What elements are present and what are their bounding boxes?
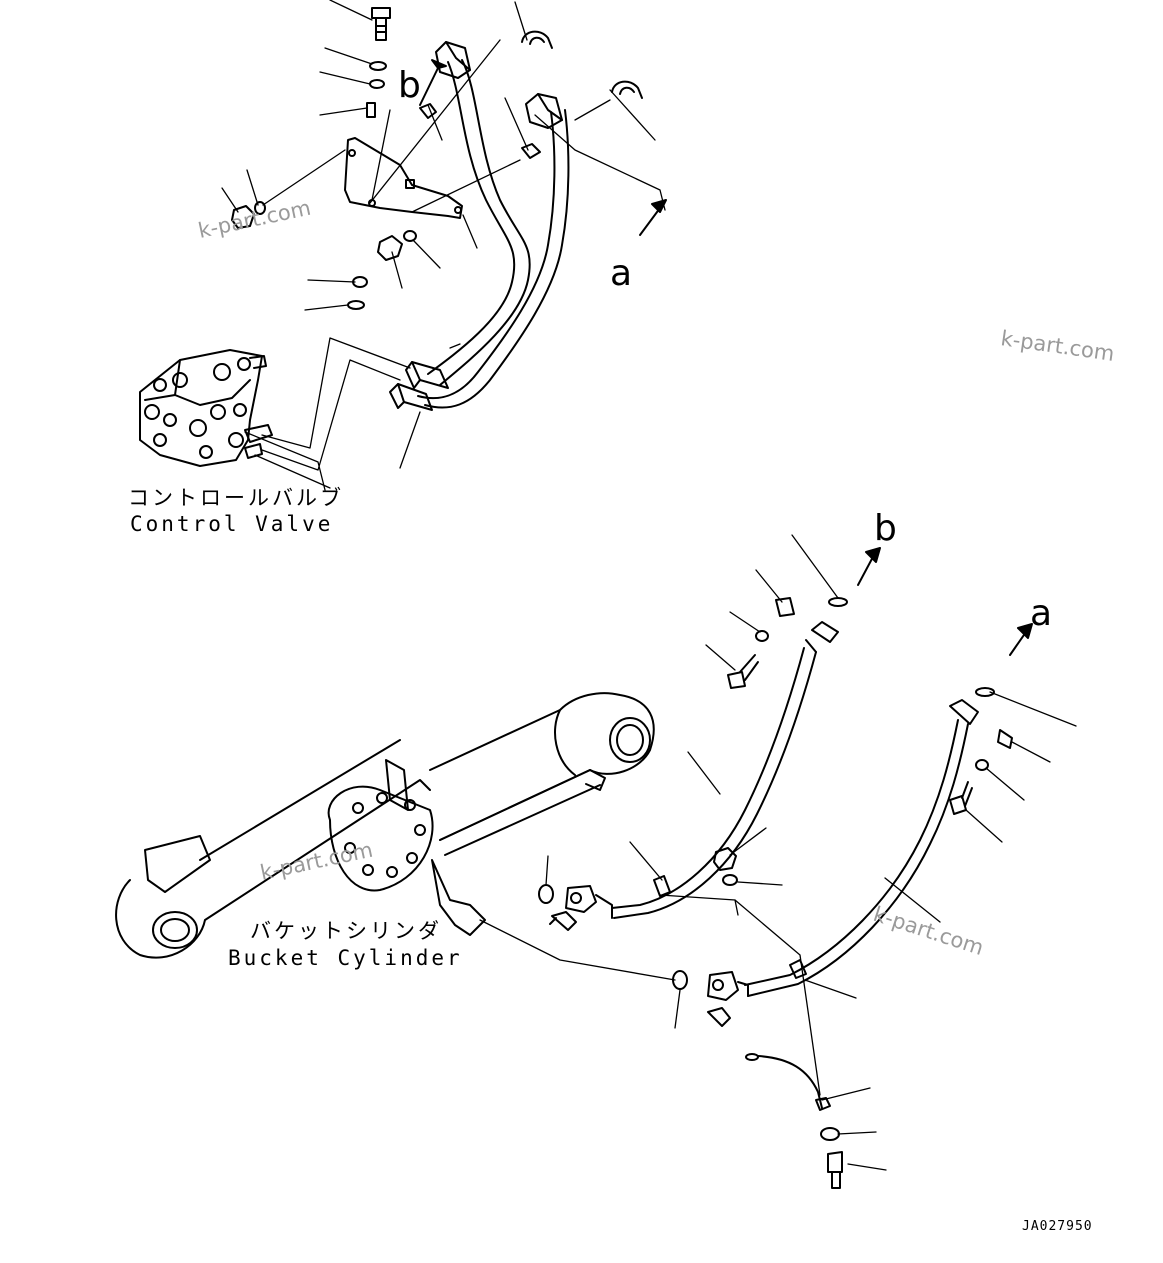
hose-end-fitting-b (565, 885, 613, 919)
bucket-cylinder-label-jp: バケットシリンダ (250, 919, 442, 943)
fitting-elbow-a (997, 729, 1013, 749)
bolt-b (727, 654, 759, 689)
hydraulic-hose-b (611, 621, 839, 919)
hose-end-fitting-a (707, 971, 749, 1001)
bolt-top (371, 7, 391, 41)
arrow-b-top (419, 59, 447, 106)
hex-nut (377, 235, 403, 261)
spacer-sleeve (366, 102, 376, 118)
arrow-b-bottom (857, 547, 881, 586)
arrow-a-bottom (1009, 623, 1033, 656)
hex-nut-bottom (713, 847, 737, 871)
clamp-block-2 (521, 143, 541, 159)
arrow-a-top (639, 199, 667, 236)
washer-bottom (347, 300, 365, 310)
watermark: k-part.com (870, 902, 986, 960)
bolt-ground (827, 1151, 843, 1189)
ground-strap (745, 1053, 831, 1111)
tube-fitting-lower (389, 383, 433, 411)
ref-letter-a: a (1030, 593, 1052, 634)
leader-lines-bottom (479, 534, 1077, 1171)
washer-left (254, 201, 266, 215)
washer-ground (820, 1127, 840, 1141)
hydraulic-hose-a (744, 699, 979, 997)
washer-right (403, 230, 417, 242)
u-bolt-clip-2 (611, 80, 643, 99)
o-ring-a (975, 687, 995, 697)
washer-a (975, 759, 989, 771)
washer (369, 61, 387, 71)
mounting-bracket (344, 137, 463, 219)
hydraulic-tube-a (417, 109, 570, 409)
leader-lines-top (221, 0, 666, 491)
watermark: k-part.com (258, 838, 375, 885)
watermark: k-part.com (999, 326, 1116, 366)
washer-b (755, 630, 769, 642)
u-bolt-clip (521, 30, 553, 49)
ref-letter-b: b (874, 508, 897, 549)
ref-letter-b: b (398, 65, 421, 106)
o-ring-cyl-b (538, 884, 554, 904)
tube-flange-a (525, 93, 563, 129)
bucket-cylinder (115, 692, 655, 959)
control-valve-label-jp: コントロールバルブ (128, 486, 344, 510)
control-valve-label-en: Control Valve (130, 512, 333, 536)
control-valve (139, 349, 273, 467)
drawing-code: JA027950 (1022, 1219, 1093, 1234)
hydraulic-tube-b (427, 59, 531, 386)
o-ring-b (828, 597, 848, 607)
watermark: k-part.com (196, 196, 313, 243)
split-flange-a (707, 1007, 731, 1027)
tube-flange-b (435, 41, 471, 79)
split-flange-b (549, 911, 577, 931)
tube-fitting-upper (405, 361, 449, 389)
hex-nut-left (231, 205, 255, 229)
washer-bottom-mid (722, 874, 738, 886)
spring-washer (369, 79, 385, 89)
ref-letter-a: a (610, 253, 632, 294)
fitting-elbow-b (775, 597, 795, 617)
clamp-block (419, 103, 437, 119)
hose-clamp (653, 875, 807, 979)
bucket-cylinder-label-en: Bucket Cylinder (228, 946, 463, 970)
